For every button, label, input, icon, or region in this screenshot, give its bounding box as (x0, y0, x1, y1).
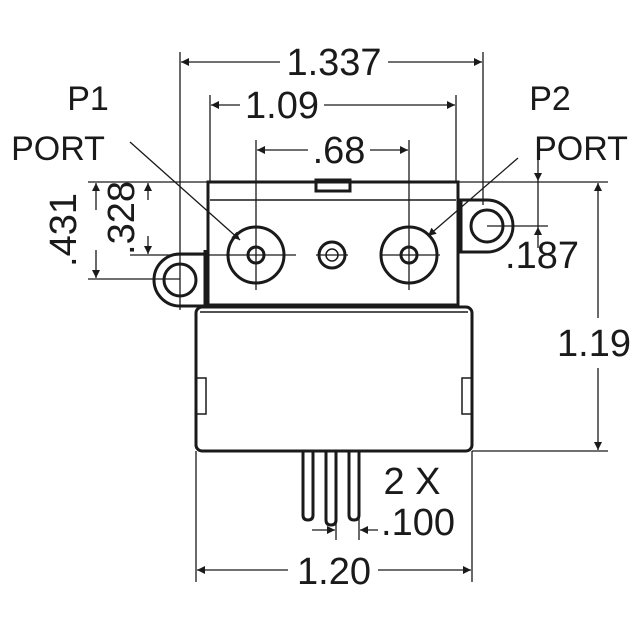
dim-overall-width: 1.337 (286, 42, 381, 84)
dim-body-height: 1.19 (557, 323, 631, 365)
p1-port-label: P1 PORT (11, 80, 109, 168)
sensor-body (194, 305, 474, 453)
p1-port-text: PORT (11, 130, 105, 168)
dim-port-spacing: .68 (313, 130, 366, 172)
dim-ear-offset: .187 (505, 235, 579, 277)
dim-pin-pitch: .100 (381, 502, 455, 544)
p1-label: P1 (67, 80, 109, 118)
dim-height-431: .431 (43, 193, 85, 267)
dim-body-width: 1.20 (297, 551, 371, 593)
dim-pin-count: 2 X (383, 461, 440, 503)
dim-height-328: .328 (101, 181, 143, 255)
dimension-lines (92, 58, 602, 574)
pins (301, 452, 361, 527)
p2-port-label: P2 PORT (529, 80, 628, 168)
dim-mount-span: 1.09 (245, 85, 319, 127)
leaders (129, 141, 519, 241)
p2-label: P2 (529, 80, 571, 118)
p2-port-text: PORT (534, 130, 628, 168)
left-mounting-ear (152, 252, 210, 308)
